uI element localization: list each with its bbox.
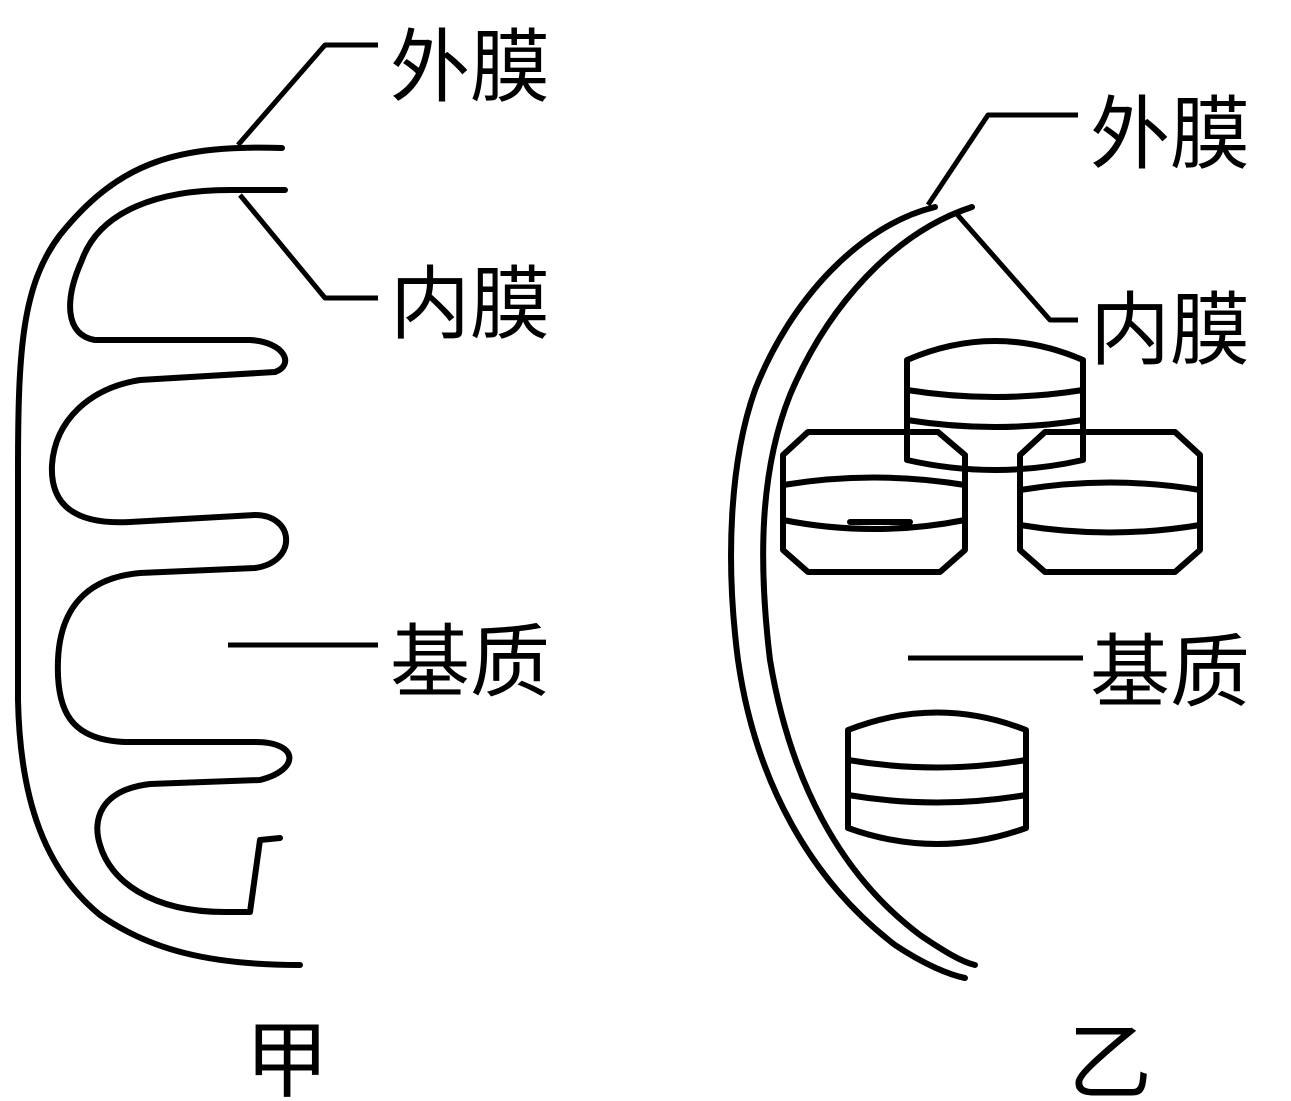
jia-outer-leader	[236, 42, 378, 147]
jia-outer-membrane	[15, 144, 303, 968]
jia-matrix-label: 基质	[390, 616, 550, 709]
yi-caption: 乙	[1068, 1014, 1152, 1101]
yi-inner-label: 内膜	[1090, 284, 1250, 377]
yi-outer-leader	[925, 112, 1078, 207]
yi-inner-leader	[953, 210, 1078, 323]
yi-outer-label: 外膜	[1090, 88, 1250, 181]
jia-inner-leader	[238, 193, 378, 301]
yi-inner-membrane	[760, 204, 978, 968]
jia-inner-label: 内膜	[390, 258, 550, 351]
panel-yi: 外膜 内膜 基质 乙	[728, 88, 1250, 1101]
yi-granum-left	[780, 429, 968, 575]
yi-matrix-label: 基质	[1090, 626, 1250, 719]
yi-granum-right	[1017, 429, 1203, 575]
yi-outer-membrane	[728, 204, 968, 981]
yi-granum-top	[904, 338, 1086, 473]
jia-inner-membrane	[48, 187, 293, 915]
panel-jia: 外膜 内膜 基质 甲	[15, 21, 550, 1101]
jia-caption: 甲	[245, 1012, 329, 1101]
yi-granum-bottom	[845, 709, 1029, 847]
jia-outer-label: 外膜	[390, 21, 550, 114]
